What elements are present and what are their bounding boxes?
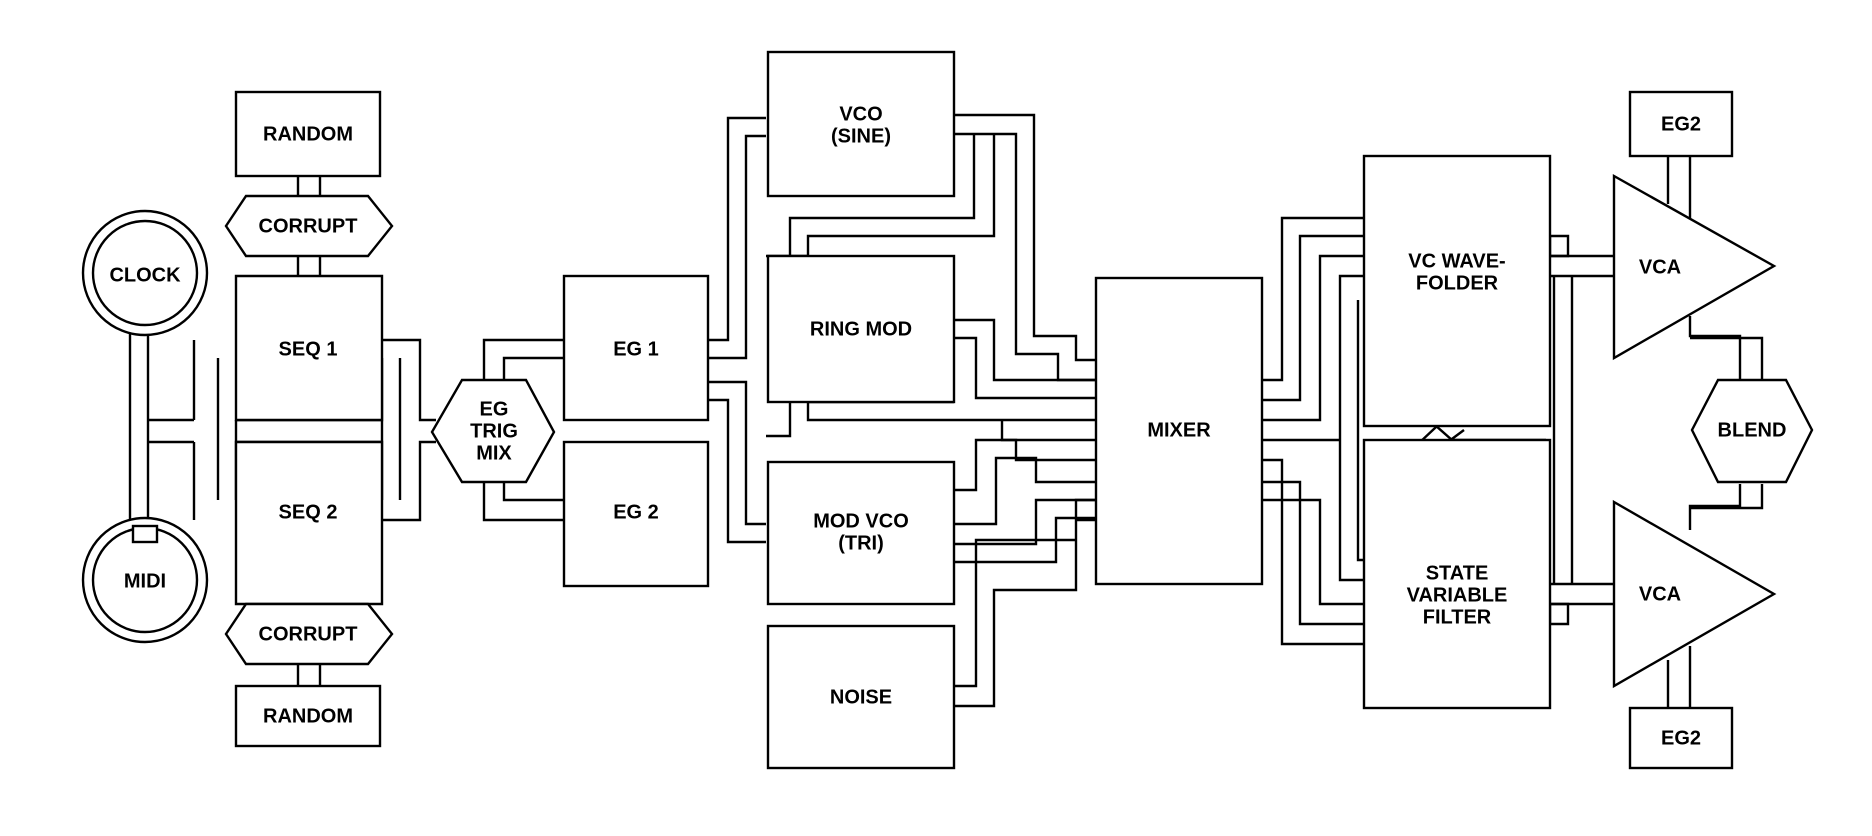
seq2-label: SEQ 2 — [279, 501, 338, 523]
midi-label: MIDI — [124, 570, 166, 592]
vca-bottom-label: VCA — [1639, 583, 1681, 605]
random-top-label: RANDOM — [263, 123, 353, 145]
vca-bottom-module: VCA — [1612, 499, 1777, 689]
clock-label: CLOCK — [109, 264, 181, 286]
eg2-module: EG 2 — [562, 440, 710, 588]
blend-label: BLEND — [1718, 419, 1787, 441]
corrupt-bottom-label: CORRUPT — [259, 623, 358, 645]
eg1-module: EG 1 — [562, 274, 710, 422]
vco-sine-label-line2: (SINE) — [831, 125, 891, 147]
seq2-module: SEQ 2 — [234, 440, 384, 606]
ring-mod-module: RING MOD — [766, 254, 956, 404]
svf-module: STATE VARIABLE FILTER — [1362, 438, 1552, 710]
clock-module: CLOCK — [81, 209, 209, 337]
vco-sine-module: VCO (SINE) — [766, 50, 956, 198]
svf-label-line2: VARIABLE — [1407, 584, 1508, 606]
blend-module: BLEND — [1690, 378, 1814, 484]
eg-trig-mix-label-line2: TRIG — [470, 420, 518, 442]
vco-sine-label-line1: VCO — [839, 103, 882, 125]
corrupt-top-label: CORRUPT — [259, 215, 358, 237]
seq1-label: SEQ 1 — [279, 338, 338, 360]
eg2-label: EG 2 — [613, 501, 659, 523]
mod-vco-tri-label-line2: (TRI) — [838, 532, 884, 554]
eg1-label: EG 1 — [613, 338, 659, 360]
eg-trig-mix-label-line3: MIX — [476, 442, 512, 464]
mixer-module: MIXER — [1094, 276, 1264, 586]
eg-trig-mix-module: EG TRIG MIX — [430, 378, 556, 484]
seq1-module: SEQ 1 — [234, 274, 384, 422]
eg2-bottom-label: EG2 — [1661, 727, 1701, 749]
random-bottom-module: RANDOM — [234, 684, 382, 748]
connection-wires — [128, 113, 1764, 708]
mod-vco-tri-module: MOD VCO (TRI) — [766, 460, 956, 606]
svf-label-line1: STATE — [1426, 562, 1489, 584]
vca-top-module: VCA — [1612, 173, 1777, 361]
wavefolder-module: VC WAVE- FOLDER — [1362, 154, 1552, 428]
corrupt-bottom-module: CORRUPT — [224, 602, 394, 666]
vca-top-label: VCA — [1639, 256, 1681, 278]
mixer-label: MIXER — [1147, 419, 1211, 441]
midi-module: MIDI — [81, 516, 209, 644]
noise-label: NOISE — [830, 686, 892, 708]
random-top-module: RANDOM — [234, 90, 382, 178]
svf-label-line3: FILTER — [1423, 606, 1492, 628]
noise-module: NOISE — [766, 624, 956, 770]
eg2-top-label: EG2 — [1661, 113, 1701, 135]
eg2-top-module: EG2 — [1628, 90, 1734, 158]
wavefolder-label-line1: VC WAVE- — [1408, 250, 1505, 272]
eg2-bottom-module: EG2 — [1628, 706, 1734, 770]
mod-vco-tri-label-line1: MOD VCO — [813, 510, 909, 532]
ring-mod-label: RING MOD — [810, 318, 912, 340]
wavefolder-label-line2: FOLDER — [1416, 272, 1499, 294]
random-bottom-label: RANDOM — [263, 705, 353, 727]
corrupt-top-module: CORRUPT — [224, 194, 394, 258]
eg-trig-mix-label-line1: EG — [480, 398, 509, 420]
